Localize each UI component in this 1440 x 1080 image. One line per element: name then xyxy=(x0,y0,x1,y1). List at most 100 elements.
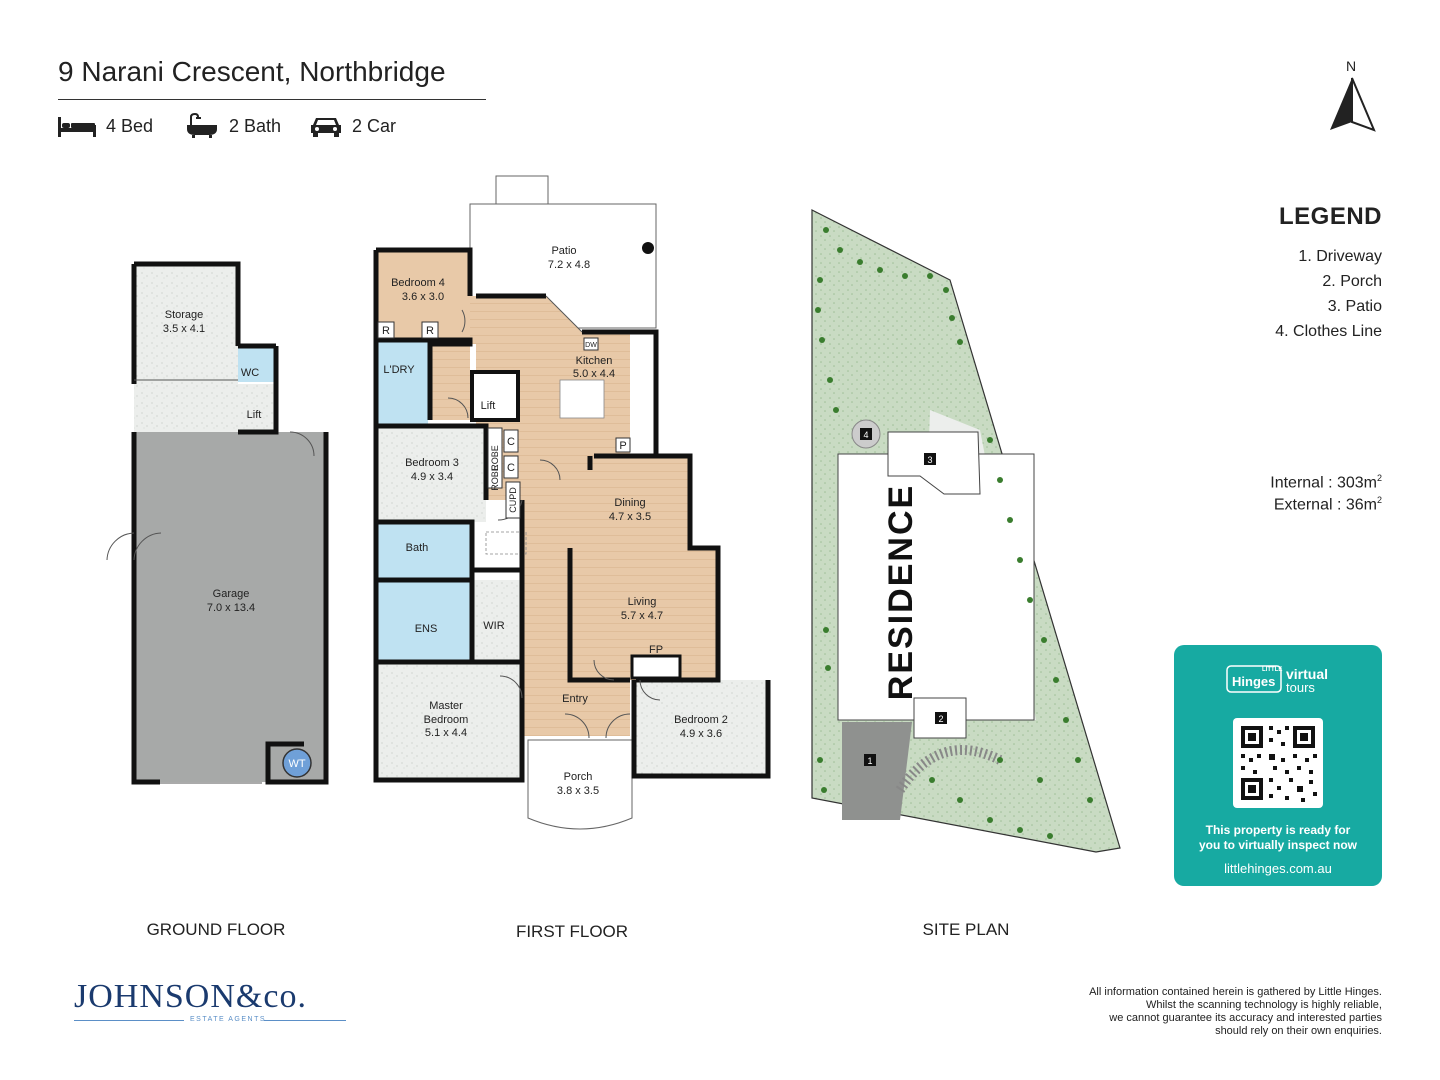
virtual-text: virtual xyxy=(1286,666,1329,682)
fixture-robe-vertical-2: ROBE xyxy=(490,465,500,491)
site-plan: RESIDENCE 1 2 3 4 xyxy=(811,209,1121,853)
kitchen-label: Kitchen xyxy=(576,355,613,367)
message-line-2: you to virtually inspect now xyxy=(1198,838,1358,852)
fireplace xyxy=(630,654,682,680)
porch-area xyxy=(527,739,633,830)
agency-rule-left xyxy=(74,1020,184,1021)
little-hinges-url[interactable]: littlehinges.com.au xyxy=(1224,861,1332,876)
garage-room xyxy=(134,432,326,782)
legend-item: 4. Clothes Line xyxy=(1275,323,1382,340)
disclaimer-line: should rely on their own enquiries. xyxy=(1215,1025,1382,1037)
entry-label: Entry xyxy=(562,693,588,705)
fixture-cupboard-c: C xyxy=(507,436,515,448)
disclaimer-line: All information contained herein is gath… xyxy=(1089,986,1382,998)
laundry-label: L'DRY xyxy=(383,364,415,376)
external-area: External : 36m2 xyxy=(1274,495,1382,514)
patio-steps xyxy=(495,175,549,205)
internal-area: Internal : 303m2 xyxy=(1270,473,1382,492)
bedroom-4-label: Bedroom 4 xyxy=(391,277,445,289)
area-unit-sup: 2 xyxy=(1376,473,1382,483)
living-size: 5.7 x 4.7 xyxy=(621,610,663,622)
disclaimer: All information contained herein is gath… xyxy=(962,986,1382,1038)
fixture-robe-r2: R xyxy=(426,325,434,337)
qr-code[interactable] xyxy=(1233,718,1323,808)
feature-car: 2 Car xyxy=(310,113,396,139)
marker-4: 4 xyxy=(863,430,868,440)
site-plan-label: SITE PLAN xyxy=(923,920,1010,939)
title-underline xyxy=(58,99,486,100)
ensuite-room xyxy=(376,582,472,662)
wir-room xyxy=(474,580,522,662)
fixture-dishwasher: DW xyxy=(585,342,597,349)
agency-tagline: ESTATE AGENTS xyxy=(190,1016,267,1023)
lift-label: Lift xyxy=(247,409,262,421)
feature-bath: 2 Bath xyxy=(185,113,281,139)
patio-label: Patio xyxy=(551,245,576,257)
ground-floor-walls xyxy=(131,261,329,785)
north-arrow: N xyxy=(1326,58,1376,138)
agency-rule-right xyxy=(264,1020,346,1021)
feature-bed-label: 4 Bed xyxy=(106,115,154,136)
residence-building xyxy=(837,453,1035,721)
area-unit-sup: 2 xyxy=(1376,495,1382,505)
ground-floor-label: GROUND FLOOR xyxy=(147,920,286,939)
patio-column xyxy=(642,242,654,254)
hinges-logo-icon xyxy=(1226,665,1282,693)
stair-opening xyxy=(485,531,527,555)
legend-item: 3. Patio xyxy=(1327,298,1382,315)
fixture-cupboard-c2: C xyxy=(507,462,515,474)
site-tree-dots xyxy=(815,227,1093,839)
hinges-small-text: LITTLE xyxy=(1262,667,1283,673)
storage-size: 3.5 x 4.1 xyxy=(163,323,205,335)
feature-car-label: 2 Car xyxy=(352,115,397,136)
agency-logo: JOHNSON&co. xyxy=(74,978,307,1015)
disclaimer-line: we cannot guarantee its accuracy and int… xyxy=(1109,1012,1382,1024)
water-tank-icon xyxy=(282,748,312,778)
property-title: 9 Narani Crescent, Northbridge xyxy=(58,56,446,87)
bedroom-3-label: Bedroom 3 xyxy=(405,457,459,469)
driveway-area xyxy=(842,722,912,820)
master-bedroom-label-2: Bedroom xyxy=(424,714,469,726)
fixture-robe-r: R xyxy=(382,325,390,337)
car-icon xyxy=(311,118,341,137)
lift-label-first: Lift xyxy=(481,400,496,412)
garage-size: 7.0 x 13.4 xyxy=(207,602,255,614)
north-arrow-icon xyxy=(1330,77,1376,132)
virtual-tour-card[interactable]: LITTLE Hinges virtual tours This propert… xyxy=(1174,645,1382,886)
fixture-robe-vertical: ROBE xyxy=(490,445,500,471)
dining-label: Dining xyxy=(614,497,645,509)
ground-floor-plan: Storage 3.5 x 4.1 WC Lift Garage 7.0 x 1… xyxy=(106,261,329,785)
master-bedroom-size: 5.1 x 4.4 xyxy=(425,727,467,739)
porch-size: 3.8 x 3.5 xyxy=(557,785,599,797)
patio-size: 7.2 x 4.8 xyxy=(548,259,590,271)
kitchen-size: 5.0 x 4.4 xyxy=(573,368,615,380)
feature-bed: 4 Bed xyxy=(58,113,153,139)
fixture-pantry-p: P xyxy=(619,440,626,452)
front-path xyxy=(895,745,1003,793)
porch-label: Porch xyxy=(564,771,593,783)
wc-room xyxy=(238,346,276,382)
first-floor-thin-lines xyxy=(447,295,661,739)
bed-icon xyxy=(58,117,96,137)
bedroom-2-room xyxy=(634,680,768,776)
bedroom-3-size: 4.9 x 3.4 xyxy=(411,471,453,483)
marker-1: 1 xyxy=(867,756,872,766)
lift-lobby xyxy=(134,384,276,432)
first-floor-label: FIRST FLOOR xyxy=(516,922,628,941)
legend-item: 2. Porch xyxy=(1322,273,1382,290)
message-line-1: This property is ready for xyxy=(1205,823,1351,837)
lift-shaft xyxy=(470,370,520,422)
first-floor-fixtures xyxy=(377,321,631,519)
ensuite-label: ENS xyxy=(415,623,438,635)
north-label: N xyxy=(1345,58,1357,74)
master-bedroom-label: Master xyxy=(429,700,463,712)
disclaimer-line: Whilst the scanning technology is highly… xyxy=(1145,999,1382,1011)
virtual-tour-message: This property is ready for you to virtua… xyxy=(1174,823,1382,853)
laundry-room xyxy=(378,342,428,424)
garage-label: Garage xyxy=(213,588,250,600)
storage-label: Storage xyxy=(165,309,204,321)
dining-size: 4.7 x 3.5 xyxy=(609,511,651,523)
hinges-brand-text: Hinges xyxy=(1232,674,1276,689)
internal-area-text: Internal : 303m xyxy=(1270,474,1377,492)
living-label: Living xyxy=(628,596,657,608)
